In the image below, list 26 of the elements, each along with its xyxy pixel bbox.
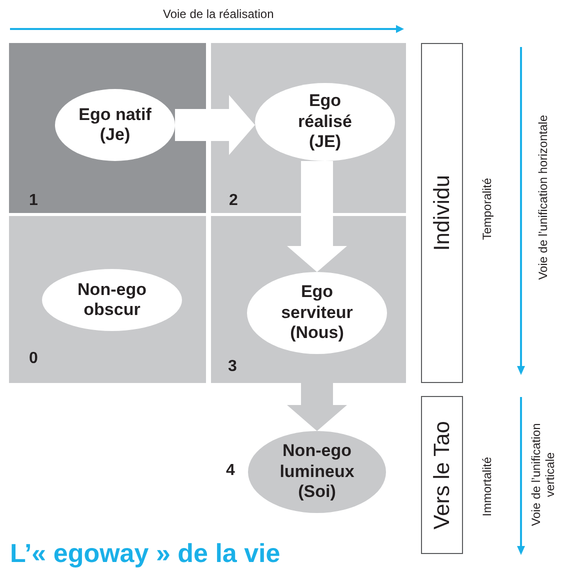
quadrant-panel bbox=[9, 216, 206, 383]
quadrant-number: 0 bbox=[29, 351, 38, 367]
diagram-title: L’« egoway » de la vie bbox=[10, 538, 280, 569]
node-label: Non-ego obscur bbox=[76, 280, 148, 320]
quadrant-panel bbox=[211, 216, 406, 383]
axis-label: Temporalité bbox=[481, 178, 495, 240]
side-box bbox=[421, 43, 463, 383]
side-box bbox=[421, 396, 463, 554]
axis-label: Voie de l’unification verticale bbox=[530, 422, 558, 528]
axis-label: Voie de la réalisation bbox=[163, 7, 274, 21]
node-label: Ego serviteur (Nous) bbox=[280, 282, 354, 344]
stage-number: 4 bbox=[226, 462, 235, 480]
side-label: Vers le Tao bbox=[430, 420, 454, 530]
side-label: Individu bbox=[430, 175, 454, 251]
block-arrow bbox=[287, 161, 347, 272]
quadrant-panel bbox=[9, 43, 206, 213]
block-arrow bbox=[175, 95, 255, 155]
quadrant-number: 2 bbox=[229, 193, 238, 209]
quadrant-panel bbox=[211, 43, 406, 213]
axis-label: Voie de l’unification horizontale bbox=[537, 115, 551, 280]
node-label: Non-ego lumineux (Soi) bbox=[278, 441, 356, 503]
node-label: Ego réalisé (JE) bbox=[297, 91, 353, 153]
axis-label: Immortalité bbox=[481, 457, 495, 516]
quadrant-number: 1 bbox=[29, 193, 38, 209]
node-label: Ego natif (Je) bbox=[78, 104, 152, 146]
quadrant-number: 3 bbox=[228, 359, 237, 375]
